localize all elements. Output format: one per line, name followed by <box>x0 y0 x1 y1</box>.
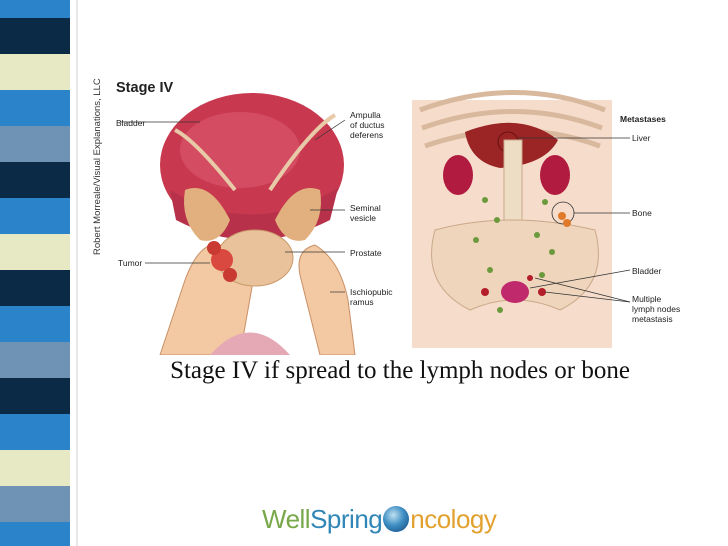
bladder-anatomy-illustration <box>120 93 356 355</box>
globe-icon <box>383 506 410 532</box>
label-ischiopubic-ramus: Ischiopubic ramus <box>350 287 393 307</box>
label-bladder-right: Bladder <box>632 266 662 276</box>
stage-iv-illustration <box>120 90 631 355</box>
stripe <box>0 18 70 54</box>
decorative-stripe-bar <box>0 0 80 546</box>
stripe <box>0 414 70 450</box>
label-prostate: Prostate <box>350 248 382 258</box>
logo-word-ncology: ncology <box>410 503 497 534</box>
label-ampulla: Ampulla of ductus deferens <box>350 110 385 140</box>
stage-iv-title: Stage IV <box>116 80 174 96</box>
stripe <box>0 162 70 198</box>
label-lymph-nodes-metastasis: Multiple lymph nodes metastasis <box>632 294 681 324</box>
illustration-credit: Robert Morreale/Visual Explanations, LLC <box>92 78 103 255</box>
stripe <box>0 522 70 546</box>
logo-word-spring: Spring <box>310 503 383 534</box>
stripe <box>0 342 70 378</box>
strip-edge-line <box>76 0 78 546</box>
stripe <box>0 270 70 306</box>
stripe <box>0 198 70 234</box>
label-bladder: Bladder <box>116 118 146 128</box>
stripe <box>0 306 70 342</box>
stripe <box>0 234 70 270</box>
metastases-torso-illustration <box>412 90 631 348</box>
stripe <box>0 378 70 414</box>
stripe <box>0 126 70 162</box>
stripe <box>0 90 70 126</box>
logo-word-well: Well <box>262 503 311 534</box>
label-bone: Bone <box>632 208 652 218</box>
slide-caption: Stage IV if spread to the lymph nodes or… <box>170 357 630 384</box>
stripe <box>0 450 70 486</box>
wellspring-oncology-logo: Well Spring ncology <box>262 502 497 536</box>
stripe <box>0 54 70 90</box>
metastases-title: Metastases <box>620 114 666 124</box>
stripe <box>0 486 70 522</box>
label-liver: Liver <box>632 133 651 143</box>
label-tumor: Tumor <box>118 258 143 268</box>
label-seminal-vesicle: Seminal vesicle <box>350 203 381 223</box>
